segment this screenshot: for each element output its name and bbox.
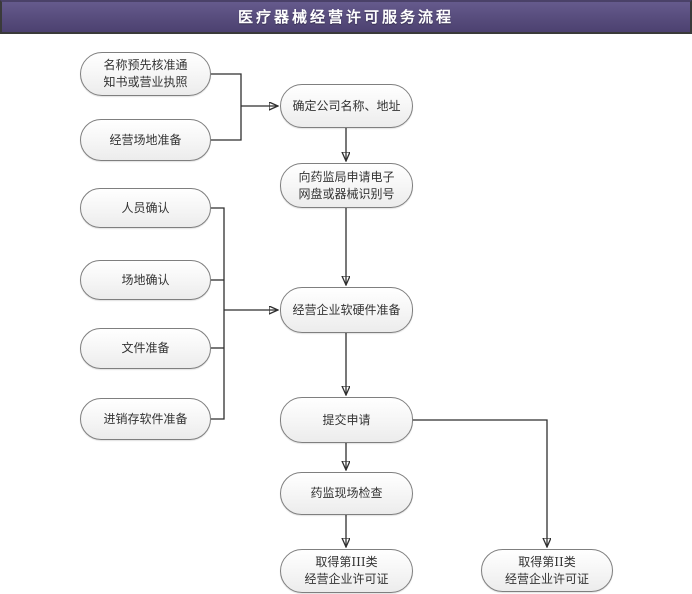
title-banner: 医疗器械经营许可服务流程 bbox=[0, 0, 692, 34]
bracket-bottom-group bbox=[211, 207, 225, 420]
node-determine-company-name-address: 确定公司名称、地址 bbox=[280, 84, 413, 128]
node-inventory-software-preparation: 进销存软件准备 bbox=[80, 398, 211, 440]
node-submit-application: 提交申请 bbox=[280, 397, 413, 443]
node-document-preparation: 文件准备 bbox=[80, 328, 211, 369]
node-class3-license: 取得第III类 经营企业许可证 bbox=[280, 549, 413, 593]
node-onsite-inspection: 药监现场检查 bbox=[280, 472, 413, 515]
node-software-hardware-preparation: 经营企业软硬件准备 bbox=[280, 287, 413, 333]
node-name-preapproval-or-license: 名称预先核准通 知书或营业执照 bbox=[80, 52, 211, 96]
node-class2-license: 取得第II类 经营企业许可证 bbox=[481, 549, 613, 592]
node-personnel-confirmation: 人员确认 bbox=[80, 188, 211, 228]
page-title: 医疗器械经营许可服务流程 bbox=[237, 7, 454, 26]
arrow-m4-to-r1 bbox=[413, 419, 547, 547]
node-apply-device-id-number: 向药监局申请电子 网盘或器械识别号 bbox=[280, 163, 413, 208]
node-premises-preparation: 经营场地准备 bbox=[80, 119, 211, 161]
bracket-top-group bbox=[211, 73, 242, 141]
node-site-confirmation: 场地确认 bbox=[80, 260, 211, 300]
